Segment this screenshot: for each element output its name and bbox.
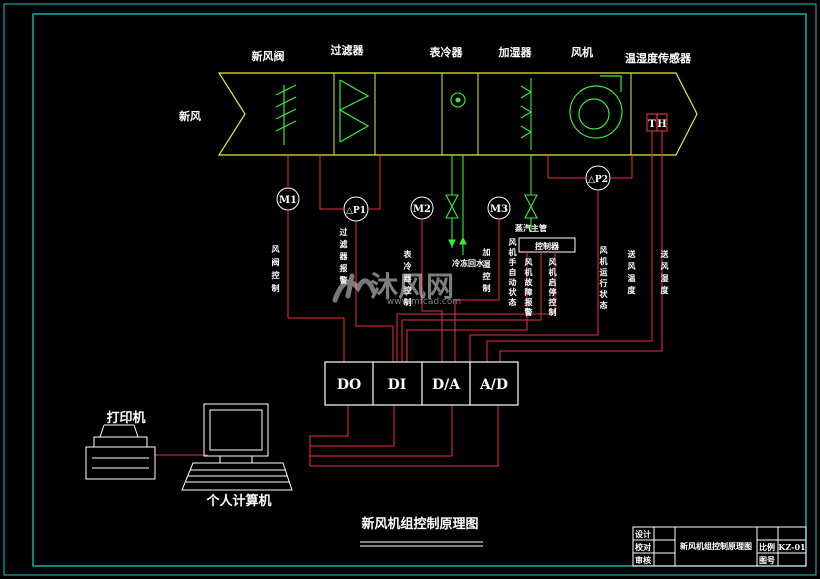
duct-section-dividers: [333, 73, 632, 155]
fan-icon: [569, 75, 623, 139]
filter-icon: [338, 79, 370, 143]
signal-label-supply-temp: 送风温度: [626, 249, 637, 298]
damper-icon: [275, 84, 297, 145]
printer-label: 打印机: [106, 410, 145, 426]
outer-frame: [3, 3, 817, 576]
watermark-url: www.mfcad.com: [387, 297, 461, 307]
signal-label-damper: 风阀控制: [271, 245, 281, 297]
actuator-m1-label: M1: [279, 195, 297, 206]
title-block: [632, 526, 807, 567]
actuator-m2-label: M2: [413, 204, 431, 215]
pressure-switch-p1: △P1: [343, 196, 369, 222]
actuator-m1: M1: [276, 187, 300, 211]
component-label-humidifier: 加湿器: [498, 45, 533, 59]
printer-icon: [85, 424, 156, 480]
actuator-m2: M2: [410, 196, 434, 220]
io-di-label: DI: [388, 377, 407, 393]
sensor-letter-t: T: [648, 119, 656, 130]
component-label-damper: 新风阀: [252, 49, 285, 63]
steam-header-label: 蒸汽主管: [515, 223, 547, 233]
inner-frame: [32, 13, 807, 567]
title-block-reviewer: 审核: [635, 555, 651, 565]
pressure-switch-p2: △P2: [585, 165, 611, 191]
signal-label-fan-auto: 风机手自动状态: [507, 238, 518, 308]
watermark: 沐风网 www.mfcad.com: [332, 270, 461, 307]
controller-label: 控制器: [535, 241, 560, 251]
humidifier-icon: [520, 78, 533, 150]
th-sensor-icon: T H: [646, 113, 668, 132]
signal-label-fan-fault: 风机故障报警: [523, 258, 534, 318]
controller-box: [518, 237, 576, 253]
computer-label: 个人计算机: [205, 493, 271, 509]
signal-label-filter-alarm: 过滤器报警: [338, 227, 349, 288]
computer-icon: [181, 403, 293, 491]
drawing-title: 新风机组控制原理图: [361, 516, 478, 532]
component-label-coil: 表冷器: [429, 45, 464, 59]
sensor-letter-h: H: [657, 119, 666, 130]
pressure-switch-p2-label: △P2: [588, 175, 608, 185]
title-block-scale: 比例: [759, 542, 775, 552]
title-block-checker: 校对: [635, 542, 651, 552]
duct-outline: [217, 72, 698, 156]
title-block-code: KZ-01: [778, 542, 805, 552]
title-block-designer: 设计: [635, 529, 651, 539]
cooling-coil-icon: [450, 92, 466, 108]
actuator-m3: M3: [487, 196, 511, 220]
signal-label-fan-running: 风机运行状态: [598, 246, 609, 312]
title-block-number: 图号: [759, 555, 775, 565]
actuator-m3-label: M3: [490, 204, 508, 215]
signal-label-fan-start: 风机启停控制: [548, 258, 558, 318]
io-ad-label: A/D: [479, 377, 508, 393]
signal-wiring: [155, 131, 663, 467]
component-label-sensor: 温湿度传感器: [625, 51, 692, 65]
steam-valve-icon: [524, 155, 538, 232]
signal-labels: 风阀控制 过滤器报警 表冷器控制 加湿控制 风机手自动状态 风机故障报警 风机启…: [271, 227, 670, 318]
pressure-switch-p1-label: △P1: [346, 206, 366, 216]
component-label-fan: 风机: [571, 45, 593, 59]
coil-valve-icon: [445, 155, 467, 255]
io-da-label: D/A: [432, 377, 461, 393]
io-do-label: DO: [337, 377, 361, 393]
io-module: DO DI D/A A/D: [324, 361, 519, 406]
signal-label-supply-humidity: 送风湿度: [659, 249, 670, 298]
component-label-filter: 过滤器: [331, 43, 365, 57]
inlet-label: 新风: [179, 109, 201, 123]
return-water-label: 冷冻回水: [452, 258, 485, 268]
title-block-center: 新风机组控制原理图: [680, 541, 752, 551]
signal-label-humidifier: 加湿控制: [482, 247, 492, 296]
signal-label-coil: 表冷器控制: [402, 249, 413, 310]
watermark-logo-icon: [332, 273, 377, 303]
watermark-brand: 沐风网: [370, 270, 454, 303]
